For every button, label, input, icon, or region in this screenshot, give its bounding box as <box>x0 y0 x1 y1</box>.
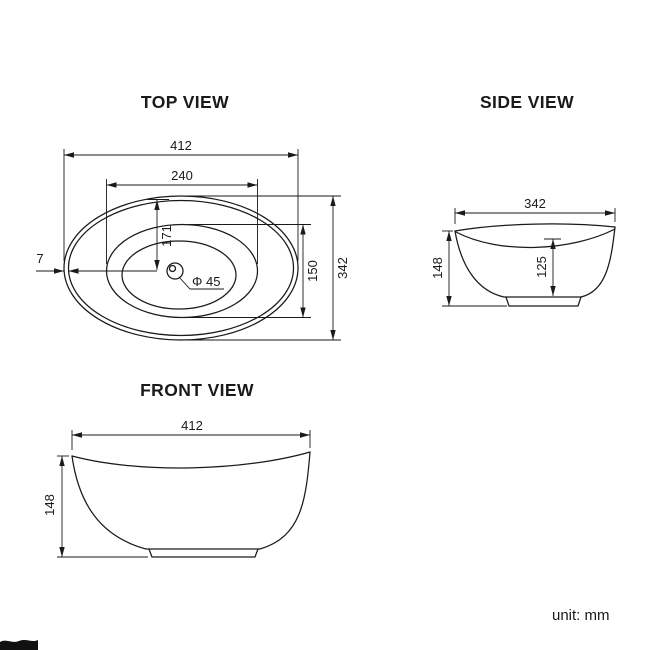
outer-rim-ellipse <box>63 195 299 341</box>
dim-label: Φ 45 <box>192 274 220 289</box>
drain-hole-circle <box>166 262 184 280</box>
side-view-title: SIDE VIEW <box>480 92 574 112</box>
rim-top-edge <box>71 451 311 469</box>
side-view: SIDE VIEW 342 148 125 <box>430 92 616 307</box>
top-view-title: TOP VIEW <box>141 92 229 112</box>
basin-floor-ellipse <box>121 240 237 310</box>
dim-label: 342 <box>335 257 350 279</box>
dim-label: 7 <box>36 251 43 266</box>
dim-label: 240 <box>171 168 193 183</box>
rim-inner-curve <box>455 228 616 249</box>
front-view-title: FRONT VIEW <box>140 380 254 400</box>
bowl-outline <box>71 451 311 550</box>
dim-top-basin-front-depth: 171 <box>147 199 174 270</box>
corner-mark <box>0 640 38 650</box>
dim-side-inner-depth: 125 <box>534 238 561 296</box>
dim-front-height: 148 <box>42 455 148 558</box>
dim-side-height: 148 <box>430 230 507 307</box>
base-foot <box>148 548 259 558</box>
top-view: TOP VIEW 412 240 171 <box>36 92 350 341</box>
leader-line <box>178 276 224 290</box>
dim-top-basin-width: 240 <box>106 168 258 264</box>
dim-label: 171 <box>159 225 174 247</box>
dim-label: 412 <box>181 418 203 433</box>
dim-label: 148 <box>430 257 445 279</box>
bowl-outline <box>454 226 616 298</box>
dim-top-hole-diameter: Φ 45 <box>178 274 224 290</box>
dim-top-overall-width: 412 <box>63 138 299 261</box>
side-view-shape <box>454 223 616 307</box>
unit-label: unit: mm <box>552 607 610 624</box>
dim-top-basin-height: 150 <box>188 224 320 318</box>
dim-top-rim-thickness: 7 <box>36 251 157 274</box>
dim-label: 342 <box>524 196 546 211</box>
drain-hole-detail <box>168 264 177 273</box>
rim-top-edge <box>454 223 616 232</box>
dim-label: 150 <box>305 260 320 282</box>
front-view: FRONT VIEW 412 148 <box>42 380 311 558</box>
dim-top-overall-depth: 342 <box>186 195 350 341</box>
dim-label: 125 <box>534 256 549 278</box>
top-view-shape <box>63 195 299 341</box>
base-foot <box>505 296 582 307</box>
dim-label: 148 <box>42 494 57 516</box>
front-view-shape <box>71 451 311 558</box>
dim-label: 412 <box>170 138 192 153</box>
rim-inner-edge-ellipse <box>67 199 295 337</box>
dim-side-width: 342 <box>454 196 616 224</box>
dim-front-width: 412 <box>71 418 311 450</box>
